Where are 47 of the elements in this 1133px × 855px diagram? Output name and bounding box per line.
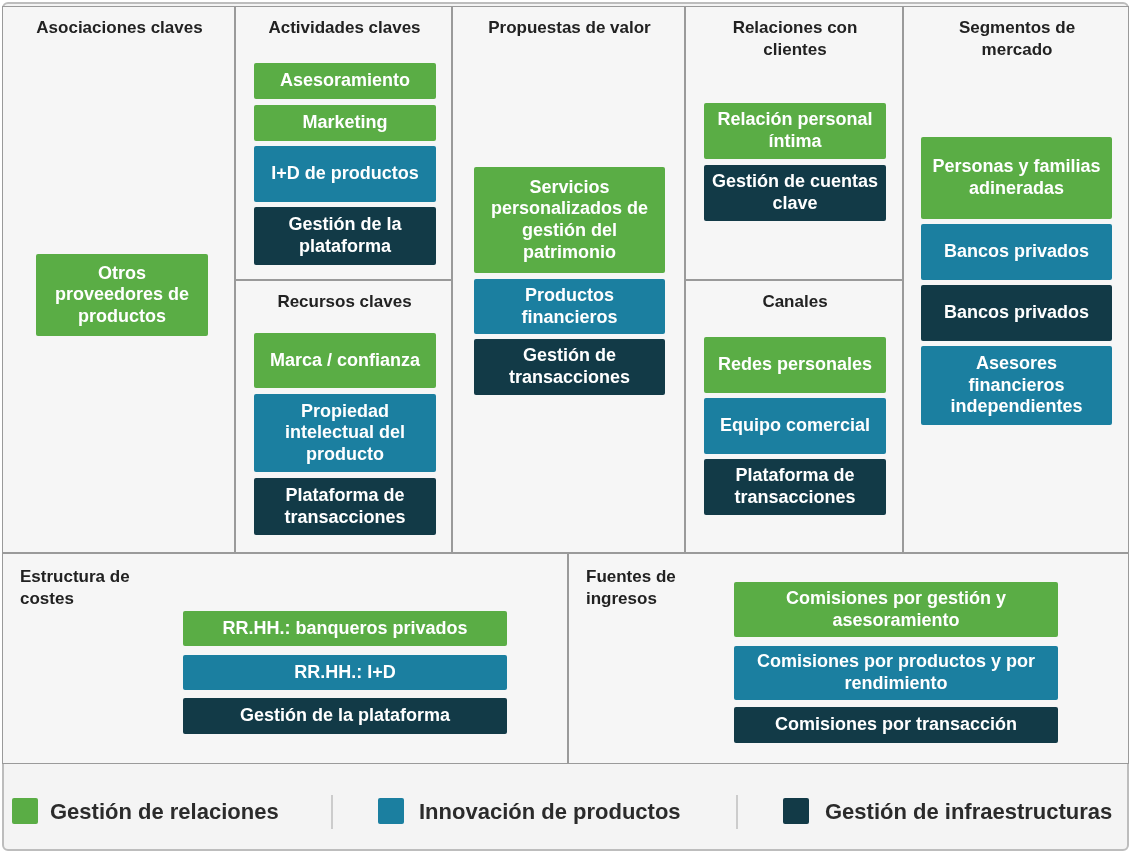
canvas-section xyxy=(235,6,452,280)
canvas-card: Gestión de la plataforma xyxy=(183,698,507,734)
canvas-card: Otros proveedores de productos xyxy=(36,254,208,336)
canvas-section xyxy=(235,280,452,553)
canvas-card: Redes personales xyxy=(704,337,886,393)
legend-label: Gestión de infraestructuras xyxy=(825,799,1113,825)
section-heading: Fuentes de ingresos xyxy=(586,566,677,611)
section-heading: Segmentos de mercado xyxy=(957,17,1077,62)
canvas-section xyxy=(685,6,903,280)
canvas-card: RR.HH.: banqueros privados xyxy=(183,611,507,646)
canvas-card: Asesoramiento xyxy=(254,63,436,99)
canvas-card: Productos financieros xyxy=(474,279,665,334)
legend-label: Gestión de relaciones xyxy=(50,799,279,825)
canvas-card: Gestión de cuentas clave xyxy=(704,165,886,221)
canvas-card: Asesores financieros independientes xyxy=(921,346,1112,425)
canvas-card: Plataforma de transacciones xyxy=(254,478,436,535)
canvas-card: RR.HH.: I+D xyxy=(183,655,507,690)
canvas-section xyxy=(903,6,1129,553)
canvas-card: Comisiones por gestión y asesoramiento xyxy=(734,582,1058,637)
canvas-card: Plataforma de transacciones xyxy=(704,459,886,515)
section-heading: Actividades claves xyxy=(267,17,422,39)
canvas-card: Gestión de la plataforma xyxy=(254,207,436,265)
canvas-section xyxy=(2,6,235,553)
section-heading: Relaciones con clientes xyxy=(731,17,859,62)
canvas-card: Equipo comercial xyxy=(704,398,886,454)
canvas-card: Marca / confianza xyxy=(254,333,436,388)
canvas-card: Propiedad intelectual del producto xyxy=(254,394,436,472)
canvas-section xyxy=(685,280,903,553)
canvas-card: Comisiones por productos y por rendimiento xyxy=(734,646,1058,700)
canvas-card: Gestión de transacciones xyxy=(474,339,665,395)
canvas-card: Bancos privados xyxy=(921,285,1112,341)
canvas-card: Comisiones por transacción xyxy=(734,707,1058,743)
section-heading: Recursos claves xyxy=(276,291,413,313)
canvas-card: Bancos privados xyxy=(921,224,1112,280)
canvas-card: I+D de productos xyxy=(254,146,436,202)
canvas-card: Relación personal íntima xyxy=(704,103,886,159)
section-heading: Asociaciones claves xyxy=(35,17,204,39)
canvas-section xyxy=(568,553,1129,764)
canvas-card: Personas y familias adineradas xyxy=(921,137,1112,219)
section-heading: Canales xyxy=(761,291,829,313)
section-heading: Estructura de costes xyxy=(20,566,130,611)
canvas-card: Servicios personalizados de gestión del patrimonio xyxy=(474,167,665,273)
canvas-card: Marketing xyxy=(254,105,436,141)
canvas-section xyxy=(452,6,685,553)
canvas-section xyxy=(2,553,568,764)
section-heading: Propuestas de valor xyxy=(487,17,652,39)
legend-label: Innovación de productos xyxy=(419,799,681,825)
